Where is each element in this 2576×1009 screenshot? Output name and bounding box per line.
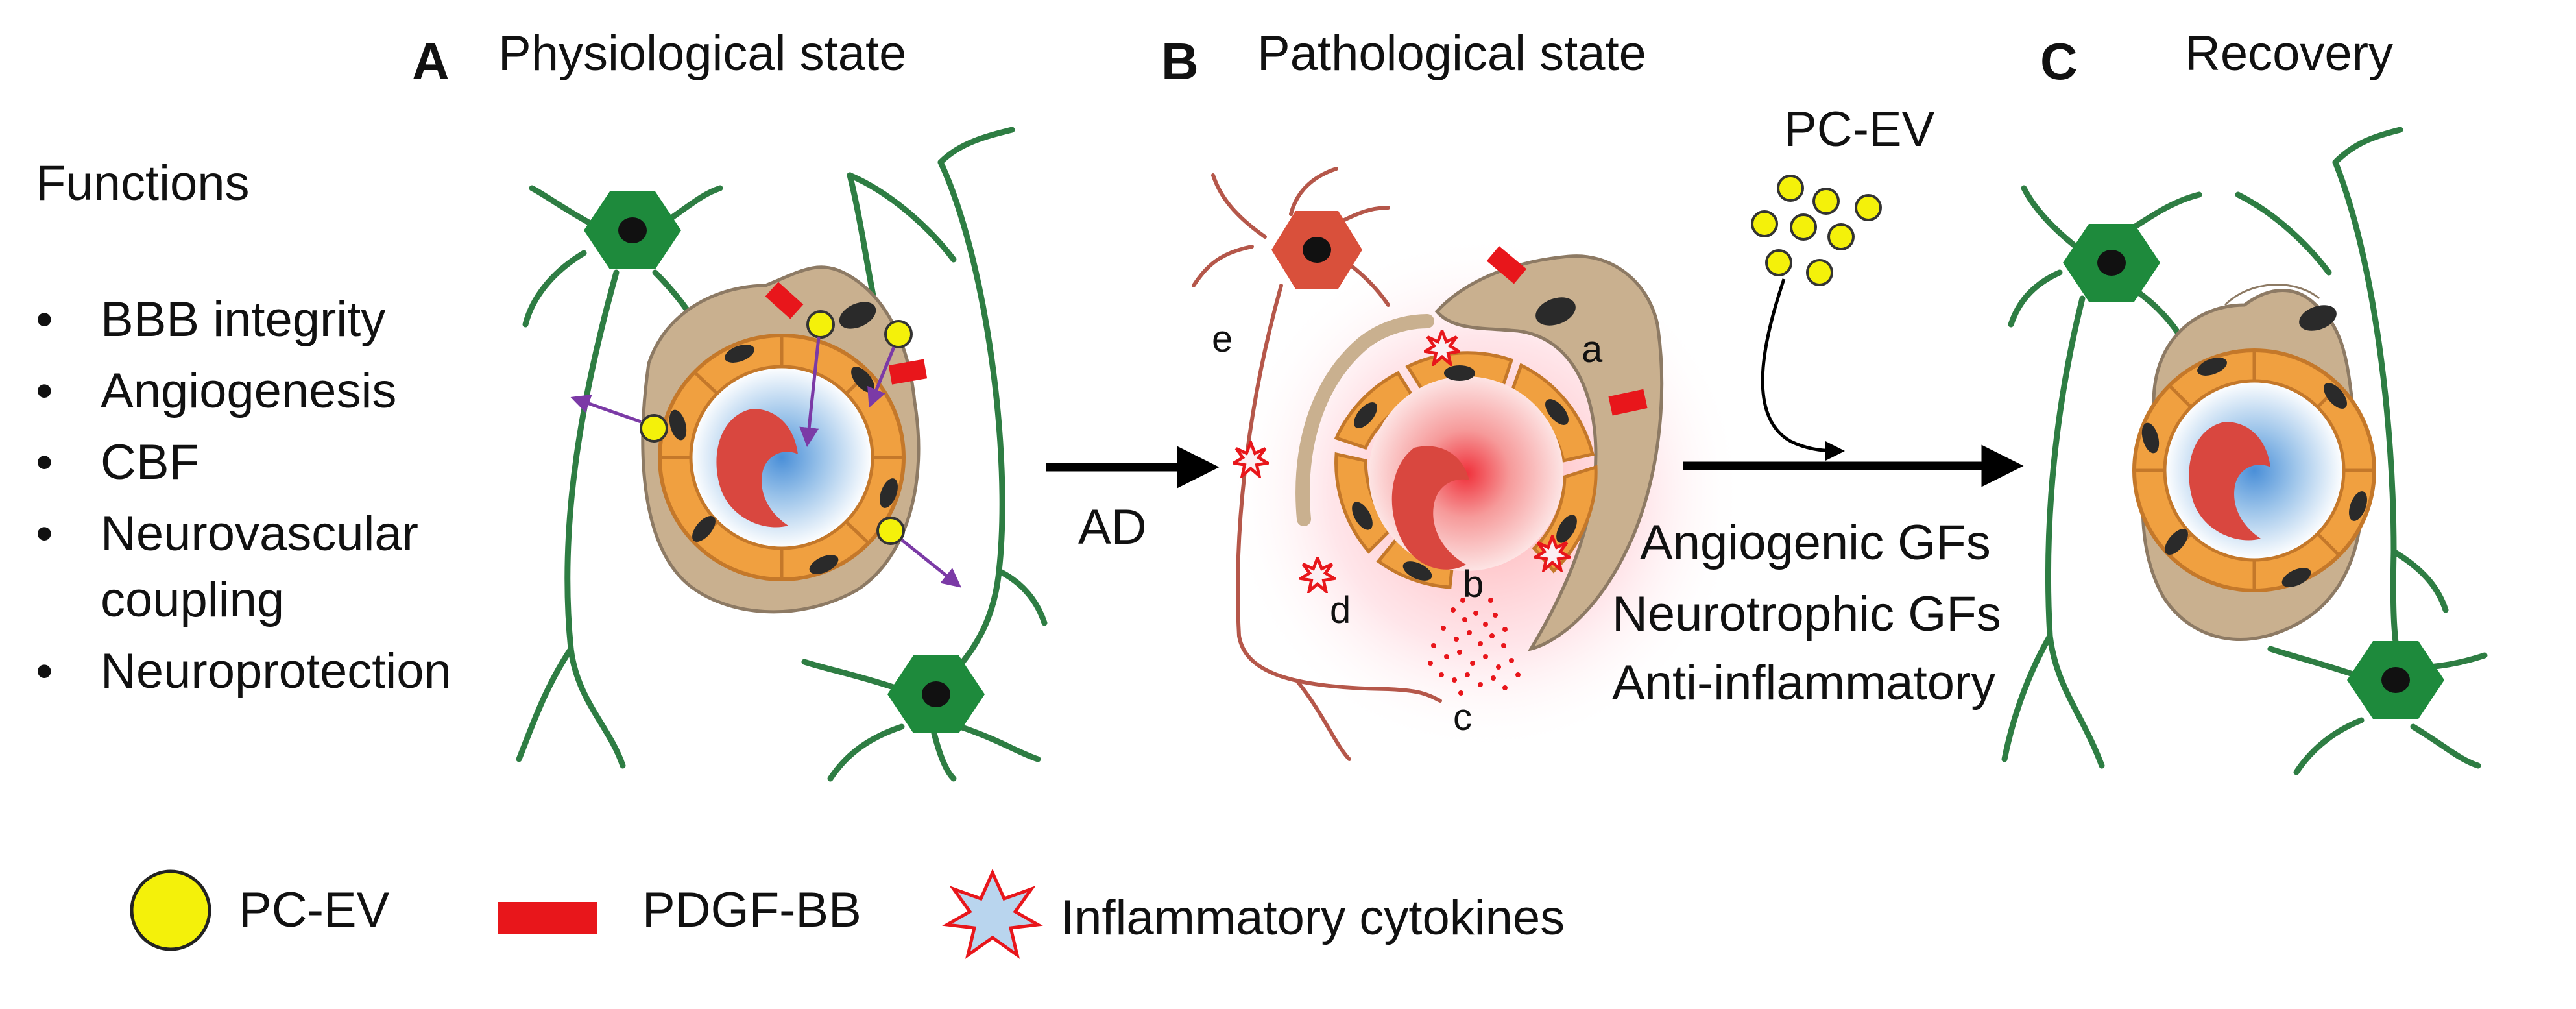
ev-delivery-arrow bbox=[1761, 278, 1845, 461]
red-blood-cell bbox=[716, 409, 798, 528]
panel-a-letter: A bbox=[412, 32, 450, 90]
astrocyte-nucleus bbox=[2381, 667, 2410, 693]
marker-a: a bbox=[1582, 328, 1603, 371]
basement-membrane-fragment bbox=[1295, 314, 1434, 526]
pc-ev-vesicles bbox=[640, 310, 913, 545]
marker-c: c bbox=[1453, 696, 1472, 738]
treatment-effect: Anti-inflammatory bbox=[1612, 655, 1995, 711]
treatment-effect: Angiogenic GFs bbox=[1640, 515, 1991, 570]
panel-c-title: Recovery bbox=[2185, 26, 2393, 81]
panel-c-illustration bbox=[2001, 127, 2488, 775]
bullet: • bbox=[36, 292, 53, 347]
marker-b: b bbox=[1463, 563, 1484, 605]
function-item: BBB integrity bbox=[101, 292, 385, 347]
function-item: CBF bbox=[101, 435, 199, 490]
pdgf-bb-molecule bbox=[765, 282, 804, 319]
pericyte-detached bbox=[1434, 254, 1664, 651]
pdgf-bb-molecule bbox=[1486, 246, 1527, 284]
legend-cytokine-label: Inflammatory cytokines bbox=[1061, 890, 1565, 945]
bullet: • bbox=[36, 644, 53, 699]
astrocyte-nucleus bbox=[618, 217, 647, 243]
red-blood-cell bbox=[1391, 446, 1469, 570]
treatment-effect: Neurotrophic GFs bbox=[1612, 587, 2001, 642]
pericyte-nucleus bbox=[839, 302, 876, 329]
plasma-leakage bbox=[1428, 598, 1521, 696]
legend-pc-ev-label: PC-EV bbox=[239, 882, 390, 938]
panel-c-letter: C bbox=[2040, 32, 2078, 90]
astrocyte-nucleus bbox=[2097, 250, 2126, 276]
bullet: • bbox=[36, 506, 53, 561]
functions-heading: Functions bbox=[36, 156, 250, 211]
function-item: Angiogenesis bbox=[101, 363, 396, 419]
legend-cytokine-symbol bbox=[942, 868, 1043, 959]
pericyte-edge bbox=[2224, 284, 2320, 306]
function-item: Neurovascular bbox=[101, 506, 418, 561]
panel-b-illustration: a b c d e bbox=[1192, 167, 1745, 761]
bullet: • bbox=[36, 363, 53, 419]
red-blood-cell bbox=[2189, 422, 2270, 541]
legend-pdgf-bb-label: PDGF-BB bbox=[642, 882, 861, 938]
legend-pdgf-bb-symbol bbox=[498, 902, 597, 934]
pericyte-nucleus bbox=[2299, 305, 2337, 331]
panel-b-title: Pathological state bbox=[1257, 26, 1646, 81]
bullet: • bbox=[36, 435, 53, 490]
functions-list: • BBB integrity • Angiogenesis • CBF • N… bbox=[36, 292, 451, 699]
pdgf-bb-molecule bbox=[1608, 389, 1648, 416]
legend: PC-EV PDGF-BB Inflammatory cytokines bbox=[130, 868, 1565, 959]
panel-a-title: Physiological state bbox=[498, 26, 906, 81]
panel-b-letter: B bbox=[1161, 32, 1199, 90]
marker-d: d bbox=[1330, 589, 1351, 631]
astrocyte-nucleus bbox=[922, 681, 950, 707]
legend-pc-ev-symbol bbox=[130, 869, 211, 951]
endothelial-nuclei bbox=[1352, 365, 1577, 581]
function-item: Neuroprotection bbox=[101, 644, 451, 699]
function-item-continued: coupling bbox=[101, 572, 284, 627]
ad-label: AD bbox=[1078, 500, 1147, 555]
astrocyte-processes bbox=[2001, 127, 2488, 775]
ev-secretion-arrows bbox=[570, 337, 962, 588]
neuron-nucleus bbox=[1303, 237, 1331, 263]
endothelial-nuclei bbox=[2141, 358, 2367, 587]
pc-ev-cluster bbox=[1751, 175, 1882, 286]
panel-a-illustration bbox=[516, 127, 1048, 782]
pc-ev-treatment-label: PC-EV bbox=[1784, 102, 1935, 157]
pericyte-nucleus bbox=[1535, 297, 1576, 326]
marker-e: e bbox=[1212, 318, 1233, 360]
pdgf-bb-molecule bbox=[888, 359, 928, 385]
